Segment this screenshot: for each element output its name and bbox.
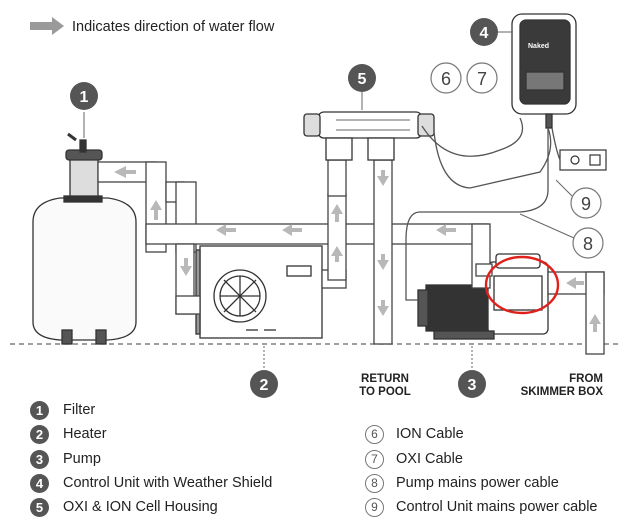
legend-num: 4 xyxy=(30,473,49,493)
callout-6-label: 6 xyxy=(441,69,451,89)
legend-label: Control Unit mains power cable xyxy=(396,499,598,515)
callout-7: 7 xyxy=(466,62,498,94)
callout-4-label: 4 xyxy=(480,25,489,42)
legend-item-pump-power-cable: 8 Pump mains power cable xyxy=(365,473,559,493)
legend-num: 8 xyxy=(365,473,384,493)
return-label-line1: RETURN xyxy=(361,373,409,385)
callout-4: 4 xyxy=(470,18,512,46)
flow-direction-arrow-icon xyxy=(30,17,64,35)
legend-num: 5 xyxy=(30,497,49,517)
cell-housing xyxy=(303,111,435,161)
control-unit xyxy=(511,13,577,129)
callout-2: 2 xyxy=(250,346,278,398)
flow-note-text: Indicates direction of water flow xyxy=(72,19,275,35)
skimmer-label-line1: FROM xyxy=(569,373,603,385)
callout-1: 1 xyxy=(70,82,98,138)
cables xyxy=(405,117,561,301)
pump-unit xyxy=(417,253,549,340)
control-unit-brand: Naked xyxy=(528,43,549,50)
legend-label: Pump xyxy=(63,451,101,467)
legend-label: OXI & ION Cell Housing xyxy=(63,499,218,515)
heater-unit xyxy=(195,245,323,339)
legend-num: 9 xyxy=(365,497,384,517)
legend-label: Pump mains power cable xyxy=(396,475,559,491)
highlight-circle xyxy=(484,255,560,315)
callout-8: 8 xyxy=(519,213,604,259)
pipework xyxy=(97,159,605,355)
return-label-line2: TO POOL xyxy=(359,386,411,398)
callout-2-label: 2 xyxy=(260,377,269,394)
legend-label: OXI Cable xyxy=(396,451,463,467)
callout-7-label: 7 xyxy=(477,69,487,89)
legend-num: 2 xyxy=(30,424,49,444)
callout-9-label: 9 xyxy=(581,194,591,214)
legend-item-filter: 1 Filter xyxy=(30,400,95,420)
filter-tank xyxy=(32,132,137,345)
callout-8-label: 8 xyxy=(583,234,593,254)
legend-item-control-power-cable: 9 Control Unit mains power cable xyxy=(365,497,597,517)
flow-arrows xyxy=(114,166,601,332)
callout-3-label: 3 xyxy=(468,377,477,394)
callout-1-label: 1 xyxy=(80,89,89,106)
legend-num: 7 xyxy=(365,449,384,469)
legend-item-heater: 2 Heater xyxy=(30,424,107,444)
legend-num: 1 xyxy=(30,400,49,420)
legend-label: Filter xyxy=(63,402,96,418)
callout-5: 5 xyxy=(348,64,376,110)
legend-label: ION Cable xyxy=(396,426,464,442)
legend-item-oxi-cable: 7 OXI Cable xyxy=(365,449,463,469)
callout-9: 9 xyxy=(555,179,602,219)
legend-label: Heater xyxy=(63,426,107,442)
legend-item-ion-cable: 6 ION Cable xyxy=(365,424,464,444)
legend-label: Control Unit with Weather Shield xyxy=(63,475,273,491)
callout-5-label: 5 xyxy=(358,71,367,88)
power-outlet-icon xyxy=(559,149,607,171)
callout-6: 6 xyxy=(430,62,462,94)
legend-num: 3 xyxy=(30,449,49,469)
legend-item-pump: 3 Pump xyxy=(30,449,101,469)
legend-item-cell-housing: 5 OXI & ION Cell Housing xyxy=(30,497,218,517)
skimmer-label-line2: SKIMMER BOX xyxy=(521,386,604,398)
legend-item-control-unit: 4 Control Unit with Weather Shield xyxy=(30,473,272,493)
legend-num: 6 xyxy=(365,424,384,444)
callout-3: 3 xyxy=(458,346,486,398)
